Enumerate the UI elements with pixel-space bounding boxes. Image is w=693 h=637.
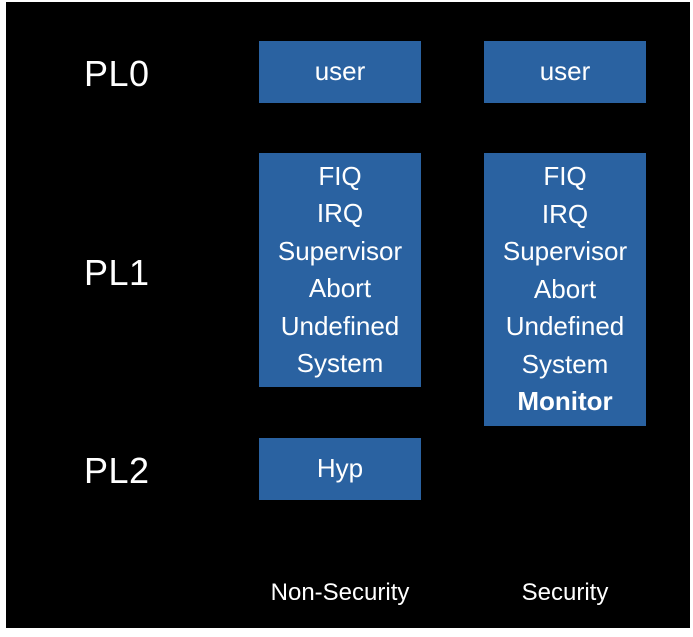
non-security-mode-user: user (314, 56, 366, 87)
pl0-label: PL0 (84, 53, 150, 94)
non-security-mode-abort: Abort (308, 273, 372, 303)
non-security-mode-supervisor: Supervisor (277, 235, 403, 266)
non-security-pl2-box: Hyp (259, 438, 421, 500)
non-security-mode-hyp: Hyp (316, 453, 364, 484)
security-mode-user: user (539, 56, 591, 87)
privilege-level-diagram: PL0 PL1 PL2 user FIQ IRQ Supervisor Abor… (6, 2, 690, 628)
security-pl1-box: FIQ IRQ Supervisor Abort Undefined Syste… (484, 153, 646, 426)
non-security-column-label: Non-Security (270, 579, 410, 606)
security-pl0-box: user (484, 41, 646, 103)
security-mode-supervisor: Supervisor (502, 236, 628, 267)
security-mode-irq: IRQ (541, 198, 589, 229)
non-security-mode-undefined: Undefined (280, 310, 400, 341)
security-mode-undefined: Undefined (505, 311, 625, 342)
non-security-mode-irq: IRQ (316, 198, 364, 228)
non-security-mode-system: System (296, 348, 384, 378)
non-security-mode-fiq: FIQ (318, 160, 362, 191)
security-column-label: Security (521, 579, 609, 606)
security-mode-system: System (521, 348, 609, 379)
non-security-pl1-box: FIQ IRQ Supervisor Abort Undefined Syste… (259, 153, 421, 387)
pl2-label: PL2 (84, 450, 150, 491)
pl1-label: PL1 (84, 252, 150, 293)
security-mode-fiq: FIQ (543, 161, 587, 192)
non-security-pl0-box: user (259, 41, 421, 103)
security-mode-abort: Abort (533, 273, 597, 304)
security-mode-monitor: Monitor (517, 386, 613, 417)
